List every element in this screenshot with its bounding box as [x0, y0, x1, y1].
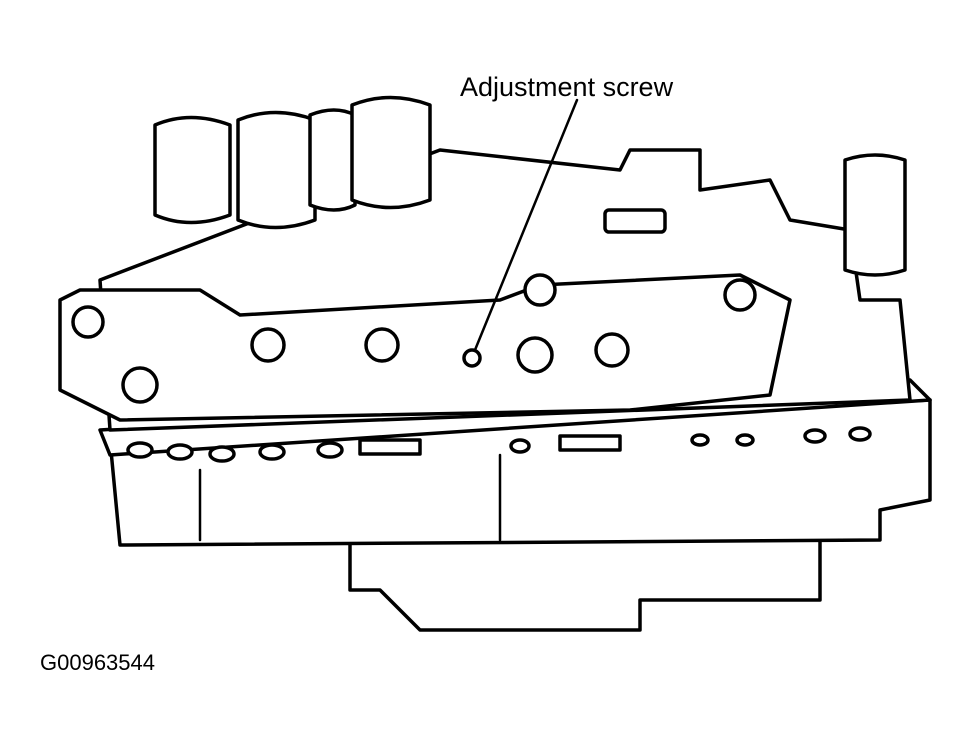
callout-leader-line	[473, 98, 579, 352]
bolt-icon	[121, 366, 159, 404]
adjustment-screw-icon	[462, 348, 482, 368]
bolt-icon	[594, 332, 630, 368]
plate-holes	[126, 426, 872, 463]
bolt-icon	[723, 278, 757, 312]
bracket-plate	[58, 273, 792, 422]
bolt-icon	[250, 327, 286, 363]
adjustment-screw-label: Adjustment screw	[460, 72, 674, 102]
bolt-icon	[71, 305, 105, 339]
bolt-icon	[364, 327, 400, 363]
figure-id: G00963544	[40, 650, 155, 675]
bolt-icon	[523, 273, 557, 307]
